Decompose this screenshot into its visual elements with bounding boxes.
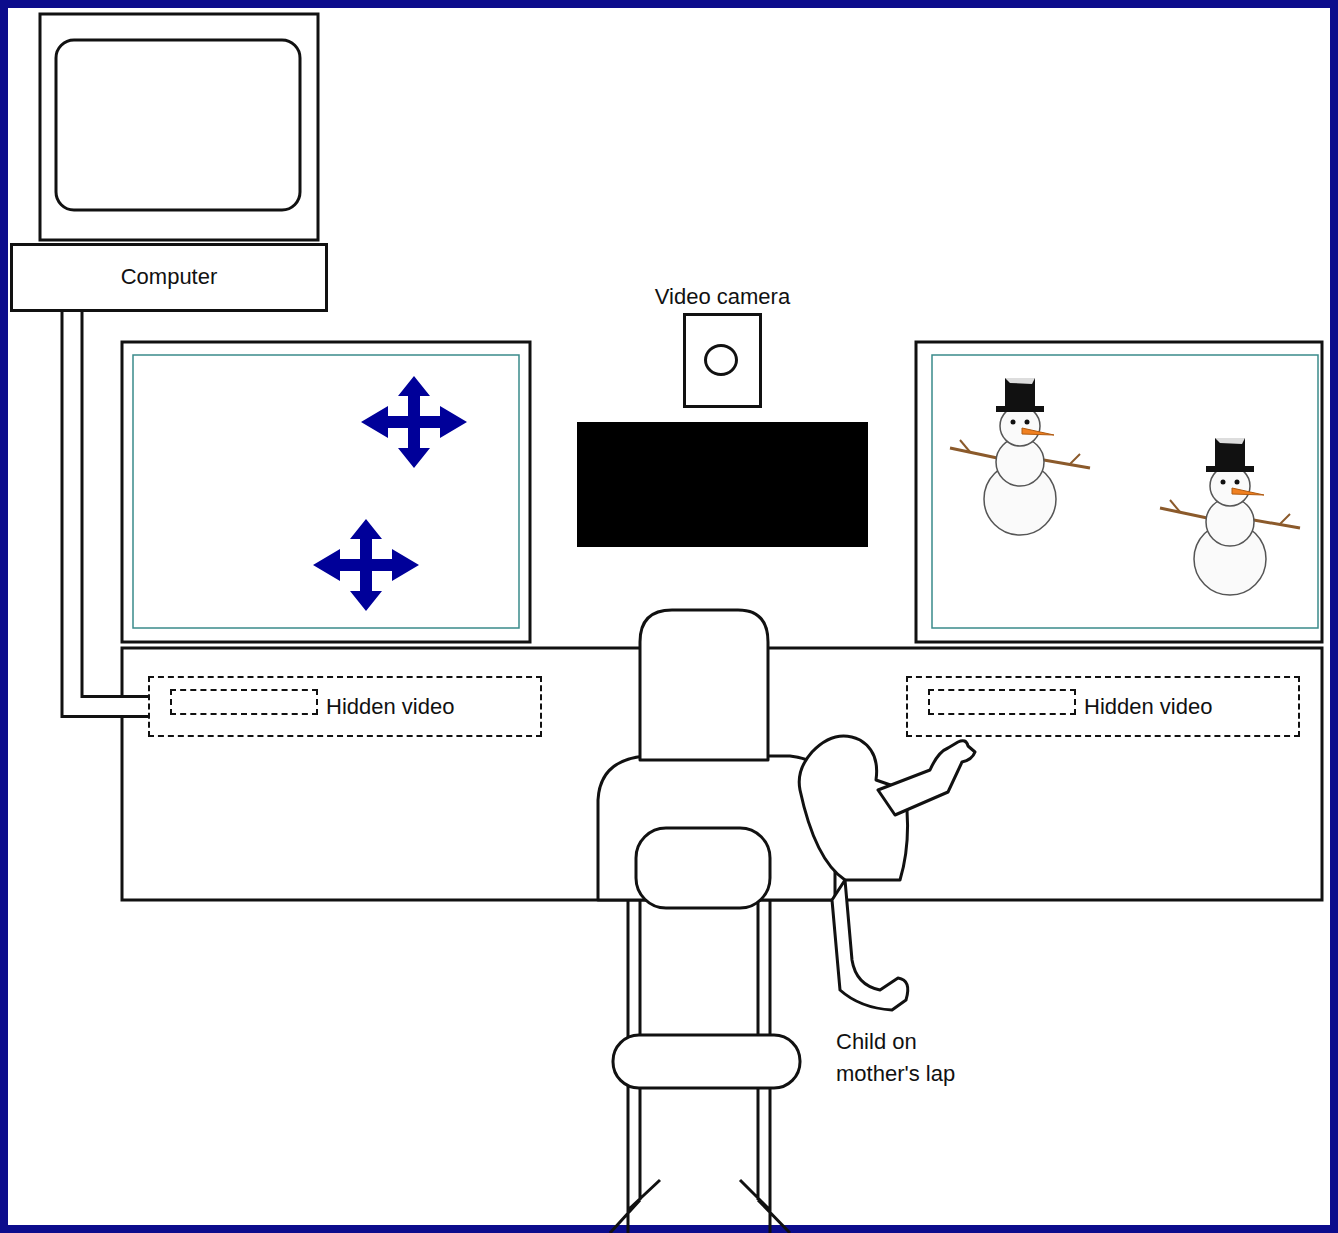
camera-lens	[704, 344, 738, 376]
cable-outer	[72, 312, 148, 707]
cable	[72, 312, 148, 707]
hidden-video-slot	[170, 689, 318, 715]
video-camera-box: Video camera	[683, 313, 762, 408]
left-screen	[122, 342, 530, 642]
camera-label: Video camera	[655, 284, 790, 310]
box-label: Computer	[121, 264, 218, 290]
background	[8, 8, 1330, 1225]
hidden-video-box: Hidden video	[906, 676, 1300, 737]
right-screen	[916, 342, 1322, 642]
computer-box: Computer	[10, 243, 328, 312]
monitor	[40, 14, 318, 240]
hidden-video-label: Hidden video	[1084, 693, 1212, 719]
black-panel	[577, 422, 868, 547]
hidden-video-box: Hidden video	[148, 676, 542, 737]
hidden-video-slot	[928, 689, 1076, 715]
hidden-video-label: Hidden video	[326, 693, 454, 719]
cable-inner	[72, 312, 148, 707]
mother-and-child	[598, 610, 975, 1233]
caption-label: Child on mother's lap	[836, 1026, 976, 1090]
